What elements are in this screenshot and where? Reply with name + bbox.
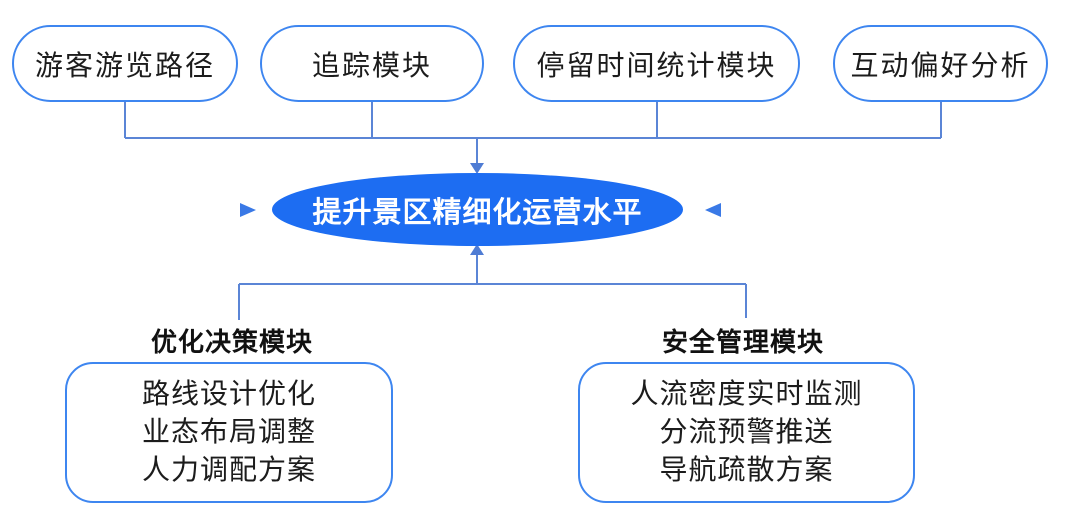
- node-label: 停留时间统计模块: [536, 50, 777, 82]
- list-item: 人流密度实时监测: [630, 378, 863, 410]
- node-interaction-preference-analysis: 互动偏好分析: [833, 25, 1048, 102]
- down-arrowhead-icon: [470, 163, 484, 174]
- list-item: 分流预警推送: [659, 416, 834, 448]
- section-title-optimization-decision: 优化决策模块: [150, 328, 313, 357]
- node-central-goal: 提升景区精细化运营水平: [272, 173, 683, 246]
- node-label: 追踪模块: [311, 50, 432, 82]
- list-item: 导航疏散方案: [659, 454, 834, 486]
- node-label: 游客游览路径: [34, 50, 215, 82]
- node-dwell-time-stats-module: 停留时间统计模块: [513, 25, 800, 102]
- node-safety-management-box: 人流密度实时监测 分流预警推送 导航疏散方案: [578, 362, 915, 503]
- node-optimization-decision-box: 路线设计优化 业态布局调整 人力调配方案: [65, 362, 393, 503]
- right-arrow-icon: [705, 203, 920, 217]
- central-goal-label: 提升景区精细化运营水平: [312, 196, 643, 229]
- bottom-bus-lines: [238, 254, 747, 320]
- node-label: 互动偏好分析: [850, 50, 1031, 82]
- list-item: 路线设计优化: [141, 378, 316, 410]
- top-bus-lines: [124, 101, 942, 164]
- node-tracking-module: 追踪模块: [260, 25, 484, 102]
- section-title-safety-management: 安全管理模块: [661, 328, 824, 357]
- list-item: 人力调配方案: [141, 454, 316, 486]
- left-arrow-icon: [45, 203, 256, 217]
- node-visitor-tour-path: 游客游览路径: [12, 25, 238, 102]
- list-item: 业态布局调整: [141, 416, 316, 448]
- up-arrowhead-icon: [470, 244, 484, 255]
